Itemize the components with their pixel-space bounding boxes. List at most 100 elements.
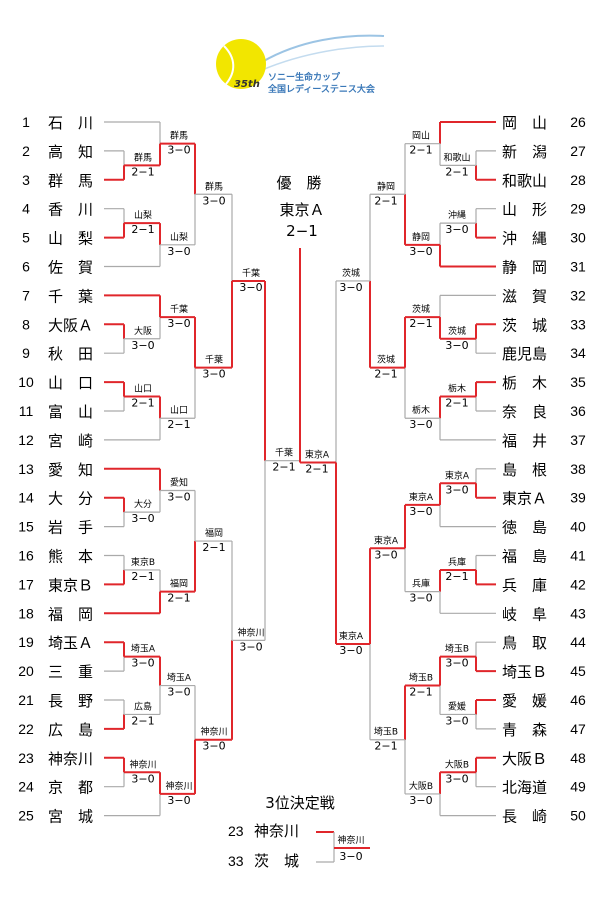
match-score: 3−0	[167, 490, 190, 503]
team-seed: 3	[22, 172, 30, 188]
team-name: 栃 木	[502, 374, 547, 392]
match-score: 3−0	[445, 339, 468, 352]
match-winner-label: 埼玉B	[374, 726, 398, 738]
team-seed: 16	[18, 548, 34, 564]
team-seed: 22	[18, 721, 34, 737]
team-name: 千 葉	[48, 287, 93, 305]
team-seed: 47	[570, 721, 586, 737]
match-winner-label: 神奈川	[200, 726, 227, 738]
match-score: 3−0	[239, 281, 262, 294]
match-score: 2−1	[131, 570, 154, 583]
match-winner-label: 東京A	[339, 630, 364, 642]
logo-title-line1: ソニー生命カップ	[268, 71, 341, 83]
match-winner-label: 埼玉B	[409, 672, 433, 684]
match-score: 3−0	[167, 317, 190, 330]
match-winner-label: 東京A	[374, 534, 399, 546]
match-winner-label: 静岡	[377, 180, 395, 192]
team-seed: 6	[22, 259, 30, 275]
team-seed: 42	[570, 576, 586, 592]
match-winner-label: 群馬	[134, 151, 152, 163]
team-name: 静 岡	[502, 259, 547, 277]
team-name: 群 馬	[48, 172, 93, 190]
team-seed: 33	[570, 316, 586, 332]
team-name: 福 島	[502, 548, 547, 566]
third-place-team-2: 茨 城	[254, 852, 299, 870]
match-score: 3−0	[167, 686, 190, 699]
match-score: 3−0	[239, 640, 262, 653]
team-name: 福 井	[502, 432, 547, 450]
team-name: 三 重	[48, 663, 93, 681]
match-winner-label: 栃木	[412, 404, 430, 416]
match-score: 3−0	[445, 772, 468, 785]
team-name: 青 森	[502, 721, 547, 739]
team-name: 埼玉Ａ	[48, 634, 93, 652]
bracket-lines	[104, 121, 496, 863]
logo-swoosh	[261, 34, 385, 63]
team-seed: 38	[570, 461, 586, 477]
team-name: 石 川	[48, 114, 93, 132]
match-winner-label: 埼玉A	[167, 672, 192, 684]
third-place-seed-1: 23	[228, 823, 244, 839]
match-winner-label: 山口	[134, 384, 152, 395]
team-name: 神奈川	[48, 750, 93, 768]
team-name: 沖 縄	[502, 230, 547, 248]
team-name: 宮 崎	[48, 432, 93, 450]
team-seed: 35	[570, 374, 586, 390]
final-score: 2−1	[286, 222, 318, 240]
tournament-logo: 35th ソニー生命カップ 全国レディーステニス大会	[216, 34, 385, 95]
team-seed: 9	[22, 345, 30, 361]
team-seed: 39	[570, 490, 586, 506]
team-name: 岡 山	[502, 114, 547, 132]
team-seed: 26	[570, 114, 586, 130]
match-score: 3−0	[409, 794, 432, 807]
match-score: 3−0	[167, 245, 190, 258]
team-seed: 4	[22, 201, 30, 217]
match-winner-label: 茨城	[448, 325, 466, 337]
team-name: 兵 庫	[502, 576, 547, 594]
team-seed: 27	[570, 143, 586, 159]
tennis-ball-seam	[223, 45, 235, 85]
match-score: 2−1	[131, 223, 154, 236]
match-winner-label: 東京A	[305, 448, 330, 460]
match-score: 2−1	[272, 461, 295, 474]
match-score: 3−0	[339, 644, 362, 657]
match-winner-label: 兵庫	[412, 578, 430, 590]
team-name: 徳 島	[502, 519, 547, 537]
third-place-seed-2: 33	[228, 853, 244, 869]
team-name: 長 崎	[502, 808, 547, 826]
match-winner-label: 東京B	[131, 556, 155, 568]
team-seed: 41	[570, 548, 586, 564]
match-score: 3−0	[409, 592, 432, 605]
team-seed: 24	[18, 779, 34, 795]
match-score: 3−0	[445, 657, 468, 670]
team-name: 大阪Ａ	[48, 316, 93, 334]
logo-swoosh-2	[261, 45, 385, 71]
match-score: 2−1	[409, 686, 432, 699]
team-name: 長 野	[48, 692, 93, 710]
team-seed: 29	[570, 201, 586, 217]
team-name: 和歌山	[502, 172, 547, 190]
team-seed: 10	[18, 374, 34, 390]
match-winner-label: 大分	[134, 498, 152, 510]
team-name: 山 形	[502, 201, 547, 219]
team-seed: 28	[570, 172, 586, 188]
match-score: 2−1	[131, 397, 154, 410]
team-seed: 43	[570, 605, 586, 621]
team-seed: 17	[18, 576, 34, 592]
team-name: 北海道	[502, 779, 547, 797]
match-score: 3−0	[202, 194, 225, 207]
match-score: 3−0	[131, 657, 154, 670]
team-seed: 8	[22, 316, 30, 332]
team-name: 大 分	[48, 490, 93, 508]
match-score: 2−1	[409, 144, 432, 157]
match-score: 2−1	[131, 165, 154, 178]
team-name: 愛 知	[48, 461, 93, 479]
team-seed: 20	[18, 663, 34, 679]
match-winner-label: 岡山	[412, 131, 430, 142]
match-score: 2−1	[131, 714, 154, 727]
match-score: 2−1	[167, 592, 190, 605]
team-seed: 19	[18, 634, 34, 650]
team-name: 鳥 取	[502, 634, 547, 652]
match-score: 3−0	[374, 548, 397, 561]
